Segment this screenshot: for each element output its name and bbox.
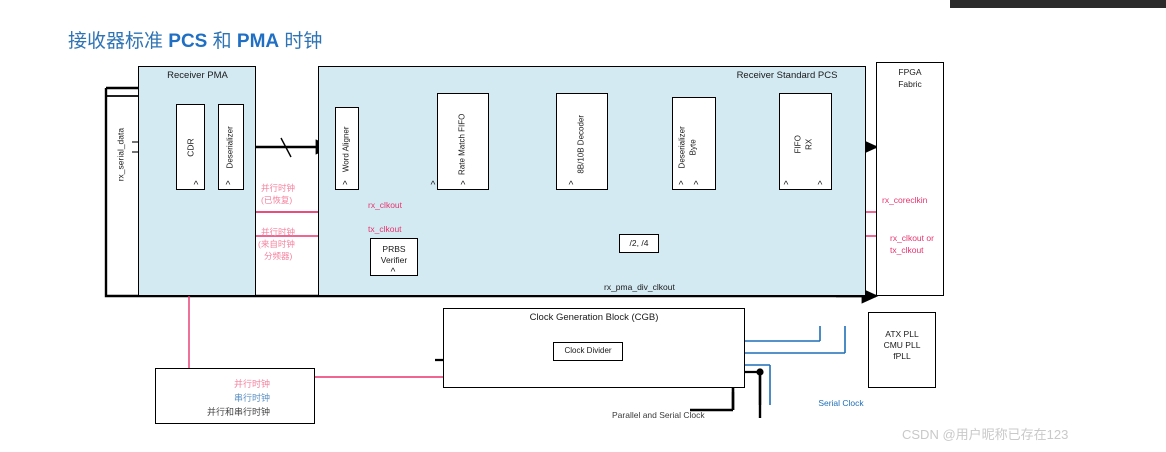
rx-fifo-block — [779, 93, 832, 190]
top-bar — [950, 0, 1166, 8]
fpga-fabric-box — [876, 62, 944, 296]
receiver-pma-title: Receiver PMA — [167, 70, 228, 81]
word-aligner-label: Word Aligner — [341, 126, 351, 173]
rate-match-fifo-block — [437, 93, 489, 190]
rx-coreclkin-label: rx_coreclkin — [882, 195, 928, 205]
clock-divider-block — [553, 342, 623, 361]
watermark: CSDN @用户昵称已存在123 — [902, 427, 1069, 442]
parallel-clock-divider-line1: 并行时钟 — [261, 227, 296, 237]
title-mid: 和 — [207, 31, 237, 52]
deserializer-label: Deserializer — [225, 126, 235, 169]
cgb-title: Clock Generation Block (CGB) — [529, 312, 659, 323]
parallel-clock-recovered-line2: (已恢复) — [261, 195, 293, 205]
pll-box — [868, 312, 936, 388]
serial-clock-label: Serial Clock — [818, 398, 864, 408]
byte-deserializer-label-1: Byte — [688, 139, 698, 156]
parallel-clock-divider-line2: (来自时钟 — [258, 239, 295, 249]
parallel-clock-recovered-line1: 并行时钟 — [261, 183, 296, 193]
receiver-standard-pcs-title: Receiver Standard PCS — [736, 70, 838, 81]
rx-clkout-label: rx_clkout — [368, 200, 403, 210]
page-title: 接收器标准 PCS 和 PMA 时钟 — [68, 26, 322, 53]
clock-caret: ^ — [678, 180, 684, 191]
clock-caret: ^ — [225, 180, 231, 191]
fpga-fabric-label-1: FPGA — [898, 67, 922, 77]
clock-caret: ^ — [390, 267, 396, 278]
clock-caret: ^ — [430, 180, 436, 191]
legend-item-both: 并行和串行时钟 — [206, 407, 270, 417]
title-pre: 接收器标准 — [68, 31, 169, 52]
clock-caret: ^ — [460, 180, 466, 191]
rx-fifo-label-1: RX — [804, 138, 814, 150]
pll-label-2: CMU PLL — [883, 340, 921, 350]
tx-clkout-label: tx_clkout — [368, 224, 402, 234]
rx-or-tx-clkout-label-1: rx_clkout or — [890, 233, 934, 243]
pll-label-1: ATX PLL — [885, 329, 919, 339]
legend-item-parallel: 并行时钟 — [233, 379, 270, 389]
divider-ratio-block — [619, 234, 659, 253]
word-aligner-block — [335, 107, 359, 190]
prbs-verifier-label-2: Verifier — [380, 255, 408, 265]
decoder-8b10b-label: 8B/10B Decoder — [576, 114, 586, 174]
clock-caret: ^ — [693, 180, 699, 191]
title-pma: PMA — [236, 31, 280, 52]
prbs-verifier-label-1: PRBS — [382, 244, 406, 254]
legend-item-serial: 串行时钟 — [233, 393, 270, 403]
rx-or-tx-clkout-label-2: tx_clkout — [890, 245, 924, 255]
prbs-verifier-block — [370, 238, 418, 276]
title-pcs: PCS — [168, 31, 208, 52]
cdr-block — [176, 104, 205, 190]
clock-divider-label: Clock Divider — [564, 346, 612, 355]
rx-serial-data-label: rx_serial_data — [115, 127, 126, 182]
clock-caret: ^ — [817, 180, 823, 191]
clock-caret: ^ — [783, 180, 789, 191]
clock-caret: ^ — [342, 180, 348, 191]
clock-caret: ^ — [193, 180, 199, 191]
clock-caret: ^ — [568, 180, 574, 191]
legend-box — [155, 368, 315, 424]
fpga-fabric-label-2: Fabric — [898, 79, 922, 89]
rx-fifo-label-2: FIFO — [793, 135, 803, 154]
title-post: 时钟 — [279, 31, 323, 52]
rate-match-fifo-label: Rate Match FIFO — [457, 113, 467, 175]
cdr-label: CDR — [185, 138, 196, 157]
rx-pma-div-clkout-label: rx_pma_div_clkout — [604, 282, 675, 292]
deserializer-block — [218, 104, 244, 190]
decoder-8b10b-block — [556, 93, 608, 190]
divider-ratio-label: /2, /4 — [629, 238, 649, 248]
byte-deserializer-label-2: Deserializer — [677, 126, 687, 169]
parallel-and-serial-clock-label: Parallel and Serial Clock — [612, 410, 705, 420]
byte-deserializer-block — [672, 97, 716, 190]
parallel-clock-divider-line3: 分频器) — [264, 251, 293, 261]
pll-label-3: fPLL — [893, 351, 911, 361]
